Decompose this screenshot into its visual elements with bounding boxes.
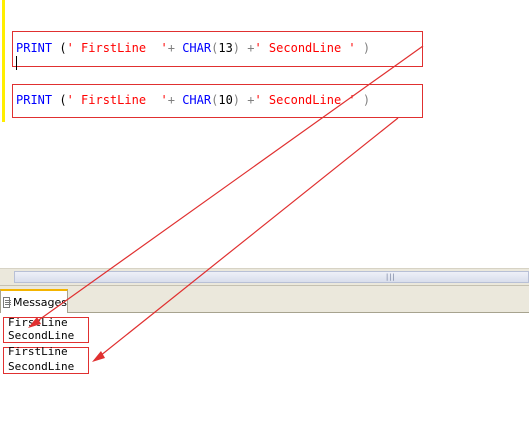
query-editor[interactable]: PRINT (' FirstLine '+ CHAR(13) +' Second… [0, 0, 529, 268]
string-literal: ' FirstLine ' [66, 41, 168, 55]
messages-icon [3, 296, 12, 308]
string-literal: ' FirstLine ' [66, 93, 168, 107]
annotation-box-output-2 [3, 347, 89, 374]
char-code: 13 [218, 41, 233, 55]
paren: ) [355, 93, 371, 107]
string-literal: ' SecondLine ' [254, 93, 356, 107]
function-char: CHAR [182, 93, 212, 107]
char-code: 10 [218, 93, 233, 107]
paren: ) [232, 93, 248, 107]
tab-messages[interactable]: Messages [0, 289, 68, 313]
pane-splitter[interactable]: ||| [0, 268, 529, 286]
keyword-print: PRINT [16, 41, 53, 55]
message-line: SecondLine [8, 329, 75, 342]
function-char: CHAR [182, 41, 212, 55]
text-caret [16, 56, 17, 70]
string-literal: ' SecondLine ' [254, 41, 356, 55]
paren: ) [232, 41, 248, 55]
code-line-1[interactable]: PRINT (' FirstLine '+ CHAR(13) +' Second… [16, 41, 370, 55]
keyword-print: PRINT [16, 93, 53, 107]
code-line-2[interactable]: PRINT (' FirstLine '+ CHAR(10) +' Second… [16, 93, 370, 107]
change-margin [2, 0, 5, 122]
paren: ) [355, 41, 371, 55]
tab-label: Messages [13, 295, 67, 309]
paren: ( [52, 93, 67, 107]
message-line: SecondLine [8, 360, 75, 373]
operator: + [167, 41, 175, 55]
operator: + [167, 93, 175, 107]
paren: ( [52, 41, 67, 55]
message-line: FirstLine [8, 345, 68, 358]
messages-pane: FirstLine SecondLine FirstLine SecondLin… [0, 313, 529, 435]
horizontal-scrollbar[interactable]: ||| [14, 271, 529, 283]
results-tabstrip: Messages [0, 286, 529, 313]
scroll-grip-icon: ||| [385, 273, 396, 281]
message-line: FirstLine [8, 316, 68, 329]
